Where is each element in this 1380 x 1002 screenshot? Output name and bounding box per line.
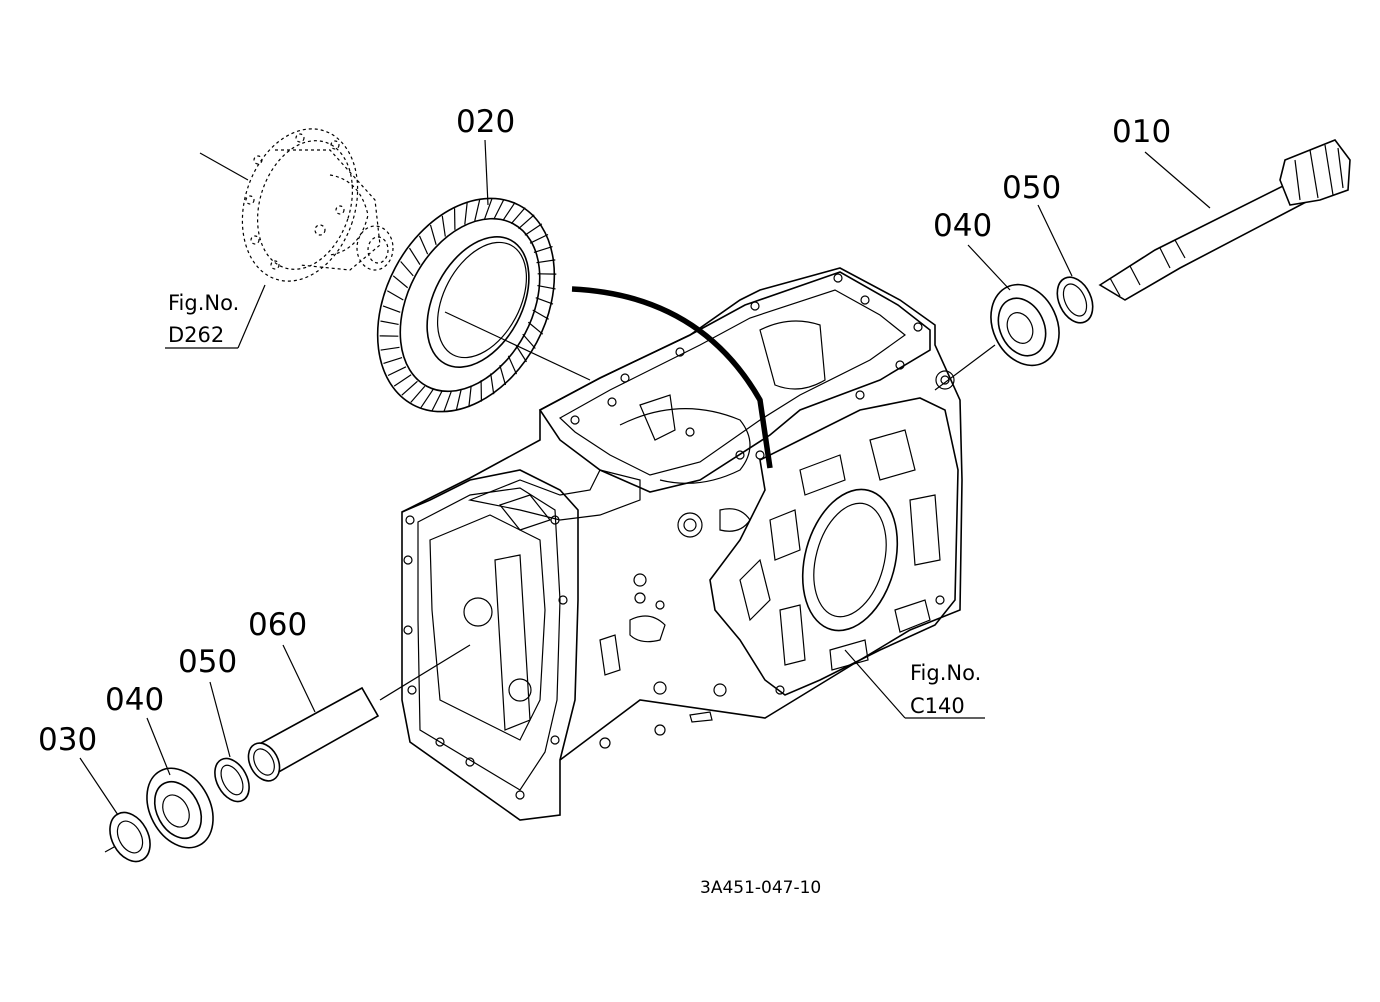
gear-tooth <box>536 259 556 264</box>
gear-tooth <box>418 235 429 255</box>
gear-tooth <box>507 355 518 375</box>
gear-tooth <box>529 233 549 244</box>
gear-tooth <box>380 320 399 326</box>
gear-tooth <box>400 261 414 277</box>
reference-case-code: C140 <box>910 694 965 718</box>
lower-bearing <box>146 767 214 849</box>
gear-tooth <box>383 357 403 364</box>
label-part-040-lower: 040 <box>105 682 164 718</box>
gear-tooth <box>464 202 468 225</box>
gear-tooth <box>393 374 412 387</box>
label-part-060: 060 <box>248 607 307 643</box>
reference-differential-fig: Fig.No. <box>168 291 239 315</box>
gear-tooth <box>408 247 421 265</box>
gear-tooth <box>441 215 446 237</box>
gear-tooth <box>443 390 453 412</box>
assembly-arrow <box>571 286 773 469</box>
gear-tooth <box>387 366 407 377</box>
reference-differential-code: D262 <box>168 323 224 347</box>
upper-ring <box>1056 276 1094 324</box>
lower-ring <box>214 757 250 803</box>
gear-tooth <box>502 202 516 221</box>
gear-tooth <box>431 390 443 411</box>
differential-assembly <box>199 128 394 349</box>
label-part-050-upper: 050 <box>1002 170 1061 206</box>
upper-axis-line <box>934 344 996 391</box>
gear-tooth <box>499 365 507 386</box>
gear-tooth <box>527 321 544 335</box>
gear-tooth <box>410 385 426 403</box>
gear-tooth <box>493 199 505 220</box>
label-part-010: 010 <box>1112 114 1171 150</box>
pinion-shaft <box>1098 139 1351 301</box>
gear-tooth <box>490 373 495 395</box>
gear-tooth <box>386 290 404 301</box>
ring-gear <box>376 197 557 413</box>
gear-tooth <box>392 275 409 289</box>
label-part-030: 030 <box>38 722 97 758</box>
gear-tooth <box>537 284 556 290</box>
gear-tooth <box>420 389 434 408</box>
gear-tooth <box>522 333 536 349</box>
gear-tooth <box>510 207 526 225</box>
reference-case-fig: Fig.No. <box>910 661 981 685</box>
gear-tooth <box>524 223 543 236</box>
gear-tooth <box>518 214 535 230</box>
gear-tooth <box>535 297 554 305</box>
gear-tooth <box>468 385 472 408</box>
gear-tooth <box>533 246 553 253</box>
gear-tooth <box>380 346 400 351</box>
label-part-050-lower: 050 <box>178 644 237 680</box>
gear-tooth <box>455 388 462 411</box>
gear-tooth <box>401 380 418 396</box>
gear-tooth <box>429 224 437 245</box>
leader-lines <box>79 139 1211 816</box>
gear-tooth <box>483 198 493 220</box>
gear-tooth <box>474 199 481 222</box>
gear-tooth <box>515 345 528 363</box>
gear-tooth <box>382 305 401 313</box>
label-part-040-upper: 040 <box>933 208 992 244</box>
transmission-case <box>401 267 963 821</box>
lower-sleeve <box>247 686 380 782</box>
gear-tooth <box>532 309 550 320</box>
drawing-code: 3A451-047-10 <box>700 878 821 898</box>
label-part-020: 020 <box>456 104 515 140</box>
